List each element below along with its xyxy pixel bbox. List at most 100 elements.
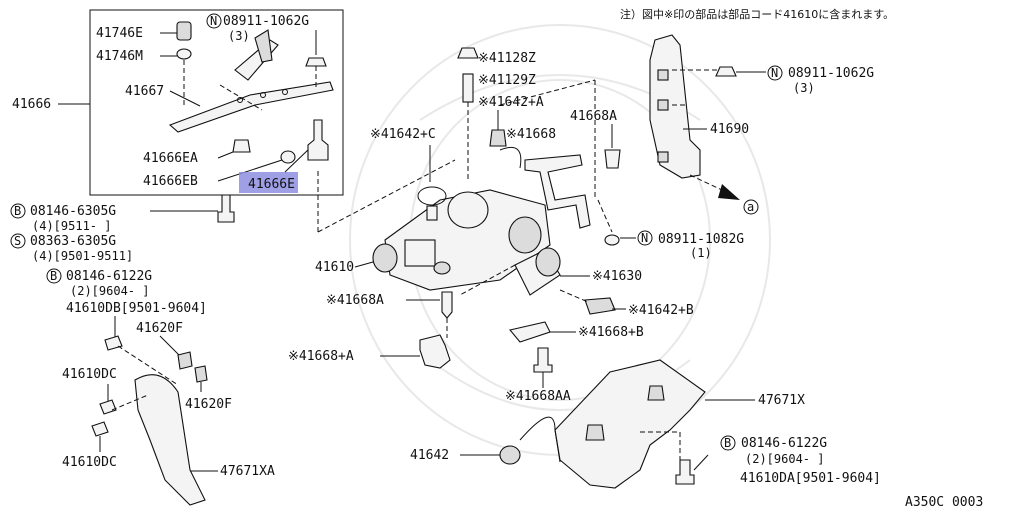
bolt-41610DC-a	[99, 399, 117, 415]
bracket-41690-bolt-2	[657, 99, 669, 111]
n-symbol-circle-2	[637, 230, 653, 246]
qty-08363-6305G: (4)[9501-9511]	[32, 249, 133, 263]
hose-41668	[499, 146, 522, 169]
label-41642A: ※41642+A	[478, 95, 544, 110]
label-41746M: 41746M	[96, 49, 143, 64]
nut-41666EA	[232, 139, 251, 153]
bracket-41667	[168, 81, 334, 133]
ref-symbol: a	[747, 200, 754, 214]
bolt-41668A-top	[604, 149, 621, 169]
label-41666EB: 41666EB	[143, 174, 198, 189]
bolt-41668A-mid	[441, 291, 453, 319]
label-41666E: 41666E	[248, 177, 295, 192]
label-08363-6305G: 08363-6305G	[30, 234, 116, 249]
footnote: 注）図中※印の部品は部品コード41610に含まれます。	[620, 7, 894, 21]
actuator-valve	[447, 191, 489, 229]
label-08911-1082G: 08911-1082G	[658, 232, 744, 247]
clip-41128Z	[457, 47, 479, 59]
bolt-08146-6122G-right	[675, 459, 695, 485]
catalog-code: A350C 0003	[905, 495, 983, 510]
label-41746E: 41746E	[96, 26, 143, 41]
tray-rod	[519, 416, 561, 463]
bracket-41668plusA	[419, 334, 451, 369]
clip-41620F-a	[177, 351, 193, 370]
nut-08911-1082G	[604, 234, 620, 246]
dash-47671XA-1	[117, 345, 179, 386]
grommet-41642	[499, 445, 521, 465]
label-41642B: ※41642+B	[628, 303, 694, 318]
leader-08146-6122G-right	[693, 454, 709, 471]
b-symbol-2: B	[50, 269, 57, 283]
clip-41620F-b	[194, 365, 208, 383]
dash-1082G	[597, 199, 613, 233]
n-symbol: N	[210, 14, 217, 28]
leader-41667	[169, 90, 201, 107]
actuator-port-2	[433, 261, 451, 275]
bracket-41690-bolt-3	[657, 151, 669, 163]
label-41667: 41667	[125, 84, 164, 99]
label-41668plusA: ※41668+A	[288, 349, 354, 364]
b-symbol-circle-1	[10, 203, 26, 219]
qty-08911-1062G-right: (3)	[793, 81, 815, 95]
label-41630: ※41630	[592, 269, 642, 284]
label-41620F-a: 41620F	[136, 321, 183, 336]
qty-08146-6122G-left: (2)[9604- ]	[70, 284, 149, 298]
dash-41129Z-b	[499, 79, 596, 106]
label-41642C: ※41642+C	[370, 127, 436, 142]
bracket-41690-bolt-1	[657, 69, 669, 81]
qty-08146-6122G-right: (2)[9604- ]	[745, 452, 824, 466]
hole-2	[260, 92, 266, 98]
label-41668B: ※41668+B	[578, 325, 644, 340]
qty-08911-1062G-top: (3)	[228, 29, 250, 43]
label-41668AA: ※41668AA	[505, 389, 571, 404]
label-47671XA: 47671XA	[220, 464, 275, 479]
dash-47671XA-2	[111, 394, 149, 411]
hose-41642C	[426, 205, 438, 221]
label-41666EA: 41666EA	[143, 151, 198, 166]
bolt-41668AA	[533, 347, 553, 373]
qty-08146-6305G: (4)[9511- ]	[32, 219, 111, 233]
grommet-41666EB	[280, 150, 296, 164]
label-41690: 41690	[710, 122, 749, 137]
label-08911-1062G-right: 08911-1062G	[788, 66, 874, 81]
b-symbol-3: B	[724, 436, 731, 450]
s-symbol: S	[14, 234, 21, 248]
label-41610DA: 41610DA[9501-9604]	[740, 471, 881, 486]
n-symbol-2: N	[641, 231, 648, 245]
label-41610DC-a: 41610DC	[62, 367, 117, 382]
dash-41630	[459, 264, 516, 296]
n-symbol-circle-3	[767, 65, 783, 81]
stud-41666E	[307, 119, 329, 161]
hole-3	[282, 89, 288, 95]
leader-41666EB	[217, 159, 283, 182]
assembly-box	[89, 9, 344, 196]
dash-ref-arrow	[689, 174, 723, 191]
label-41668A-mid: ※41668A	[326, 293, 384, 308]
label-41620F-b: 41620F	[185, 397, 232, 412]
actuator-motor	[508, 216, 542, 254]
label-41128Z: ※41128Z	[478, 51, 536, 66]
assembly-label: 41666	[12, 97, 51, 112]
label-41610DB: 41610DB[9501-9604]	[66, 301, 207, 316]
tray-mount-1	[585, 424, 605, 441]
label-08146-6122G-right: 08146-6122G	[741, 436, 827, 451]
ref-circle	[743, 199, 759, 215]
bolt-41610DC-b	[91, 421, 109, 437]
label-08146-6122G-left: 08146-6122G	[66, 269, 152, 284]
label-41610DC-b: 41610DC	[62, 455, 117, 470]
label-41668A-top: 41668A	[570, 109, 617, 124]
b-symbol-1: B	[14, 204, 21, 218]
clamp-41642B	[584, 297, 616, 315]
nut-part	[305, 57, 327, 67]
label-41668: ※41668	[506, 127, 556, 142]
leader-41610	[354, 261, 374, 268]
canister-end	[535, 247, 561, 277]
clip-part	[254, 29, 273, 63]
highlight-41666E	[239, 172, 298, 193]
bracket-41668	[524, 154, 591, 229]
hole-1	[237, 97, 243, 103]
label-47671X: 47671X	[758, 393, 805, 408]
grommet-part	[176, 21, 192, 41]
actuator-block	[404, 239, 436, 267]
